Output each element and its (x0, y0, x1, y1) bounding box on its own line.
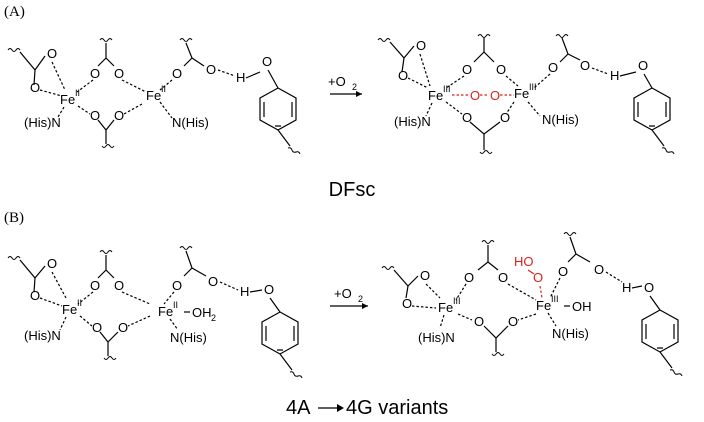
atom-o: O (580, 58, 590, 73)
atom-fe: Fe (146, 88, 161, 103)
atom-o: O (208, 274, 218, 289)
atom-o: O (420, 268, 430, 283)
atom-o: O (264, 282, 274, 297)
atom-fe: Fe (428, 88, 443, 103)
structure-a-reactant: O O Fe II (His)N O O O O Fe II N(His) O … (7, 38, 301, 155)
atom-fe: Fe (514, 86, 529, 101)
caption-4a: 4A (286, 397, 311, 419)
atom-o: O (644, 280, 654, 295)
ox-state: III (453, 296, 461, 306)
atom-o: O (47, 46, 57, 61)
atom-o-hydroperoxo: O (533, 270, 543, 285)
ox-state: III (529, 82, 537, 92)
hydroxo-ligand: OH (572, 299, 592, 314)
atom-o: O (172, 66, 182, 81)
structure-b-product: O O Fe III (His)N O O O O HO O Fe III OH… (381, 232, 683, 377)
atom-o: O (90, 108, 100, 123)
atom-o: O (416, 38, 426, 53)
atom-o: O (172, 278, 182, 293)
his-ligand: (His)N (418, 330, 455, 345)
structure-b-reactant: O O Fe II (His)N O O O O Fe II OH 2 N(Hi… (7, 246, 303, 379)
atom-o: O (118, 320, 128, 335)
his-ligand: (His)N (24, 115, 61, 130)
atom-fe: Fe (536, 298, 551, 313)
atom-o: O (30, 288, 40, 303)
his-ligand: N(His) (542, 112, 579, 127)
his-ligand: (His)N (24, 328, 61, 343)
atom-o-peroxo: O (470, 88, 480, 103)
atom-o: O (594, 262, 604, 277)
atom-h: H (610, 68, 619, 83)
atom-o: O (92, 320, 102, 335)
ox-state: II (77, 298, 82, 308)
atom-fe: Fe (62, 302, 77, 317)
wavy-bond (7, 48, 21, 52)
reaction-arrow-a: +O 2 (328, 74, 362, 97)
atom-o: O (47, 256, 57, 271)
atom-fe: Fe (158, 304, 173, 319)
atom-o: O (474, 314, 484, 329)
atom-o: O (206, 62, 216, 77)
atom-o: O (114, 278, 124, 293)
atom-o: O (508, 314, 518, 329)
atom-o: O (498, 270, 508, 285)
atom-o: O (402, 296, 412, 311)
caption-4g-variants: 4G variants (346, 397, 448, 419)
atom-o-peroxo: O (490, 88, 500, 103)
reagent-o2: +O (328, 74, 346, 89)
atom-o: O (398, 68, 408, 83)
panel-label-a: (A) (4, 4, 25, 20)
his-ligand: N(His) (552, 326, 589, 341)
atom-o: O (500, 110, 510, 125)
atom-o: O (558, 264, 568, 279)
water-ligand: OH (192, 305, 212, 320)
ox-state: III (551, 294, 559, 304)
atom-o: O (114, 108, 124, 123)
atom-o: O (262, 54, 272, 69)
atom-o: O (114, 66, 124, 81)
reagent-o2: +O (334, 286, 352, 301)
atom-o: O (462, 110, 472, 125)
reagent-subscript: 2 (352, 82, 357, 92)
atom-o: O (548, 60, 558, 75)
atom-o: O (638, 58, 648, 73)
atom-o: O (464, 270, 474, 285)
atom-o: O (30, 80, 40, 95)
his-ligand: N(His) (170, 330, 207, 345)
ox-state: II (75, 88, 80, 98)
reaction-arrow-b: +O 2 (330, 286, 368, 309)
atom-h: H (236, 70, 245, 85)
atom-fe: Fe (438, 300, 453, 315)
caption-variants: 4A 4G variants (286, 397, 448, 419)
atom-o: O (496, 62, 506, 77)
his-ligand: (His)N (394, 114, 431, 129)
atom-o: O (462, 62, 472, 77)
hydroperoxo-ho: HO (514, 254, 534, 269)
water-subscript: 2 (211, 313, 216, 323)
atom-fe: Fe (60, 92, 75, 107)
atom-o: O (90, 278, 100, 293)
ox-state: III (443, 84, 451, 94)
structure-a-product: O O Fe III (His)N O O O O O O Fe III N(H… (377, 34, 675, 155)
atom-o: O (90, 66, 100, 81)
ox-state: II (161, 84, 166, 94)
his-ligand: N(His) (172, 115, 209, 130)
reagent-subscript: 2 (358, 294, 363, 304)
atom-h: H (240, 284, 249, 299)
caption-dfsc: DFsc (329, 179, 376, 201)
ox-state: II (173, 300, 178, 310)
atom-h: H (622, 280, 631, 295)
panel-label-b: (B) (4, 210, 24, 226)
